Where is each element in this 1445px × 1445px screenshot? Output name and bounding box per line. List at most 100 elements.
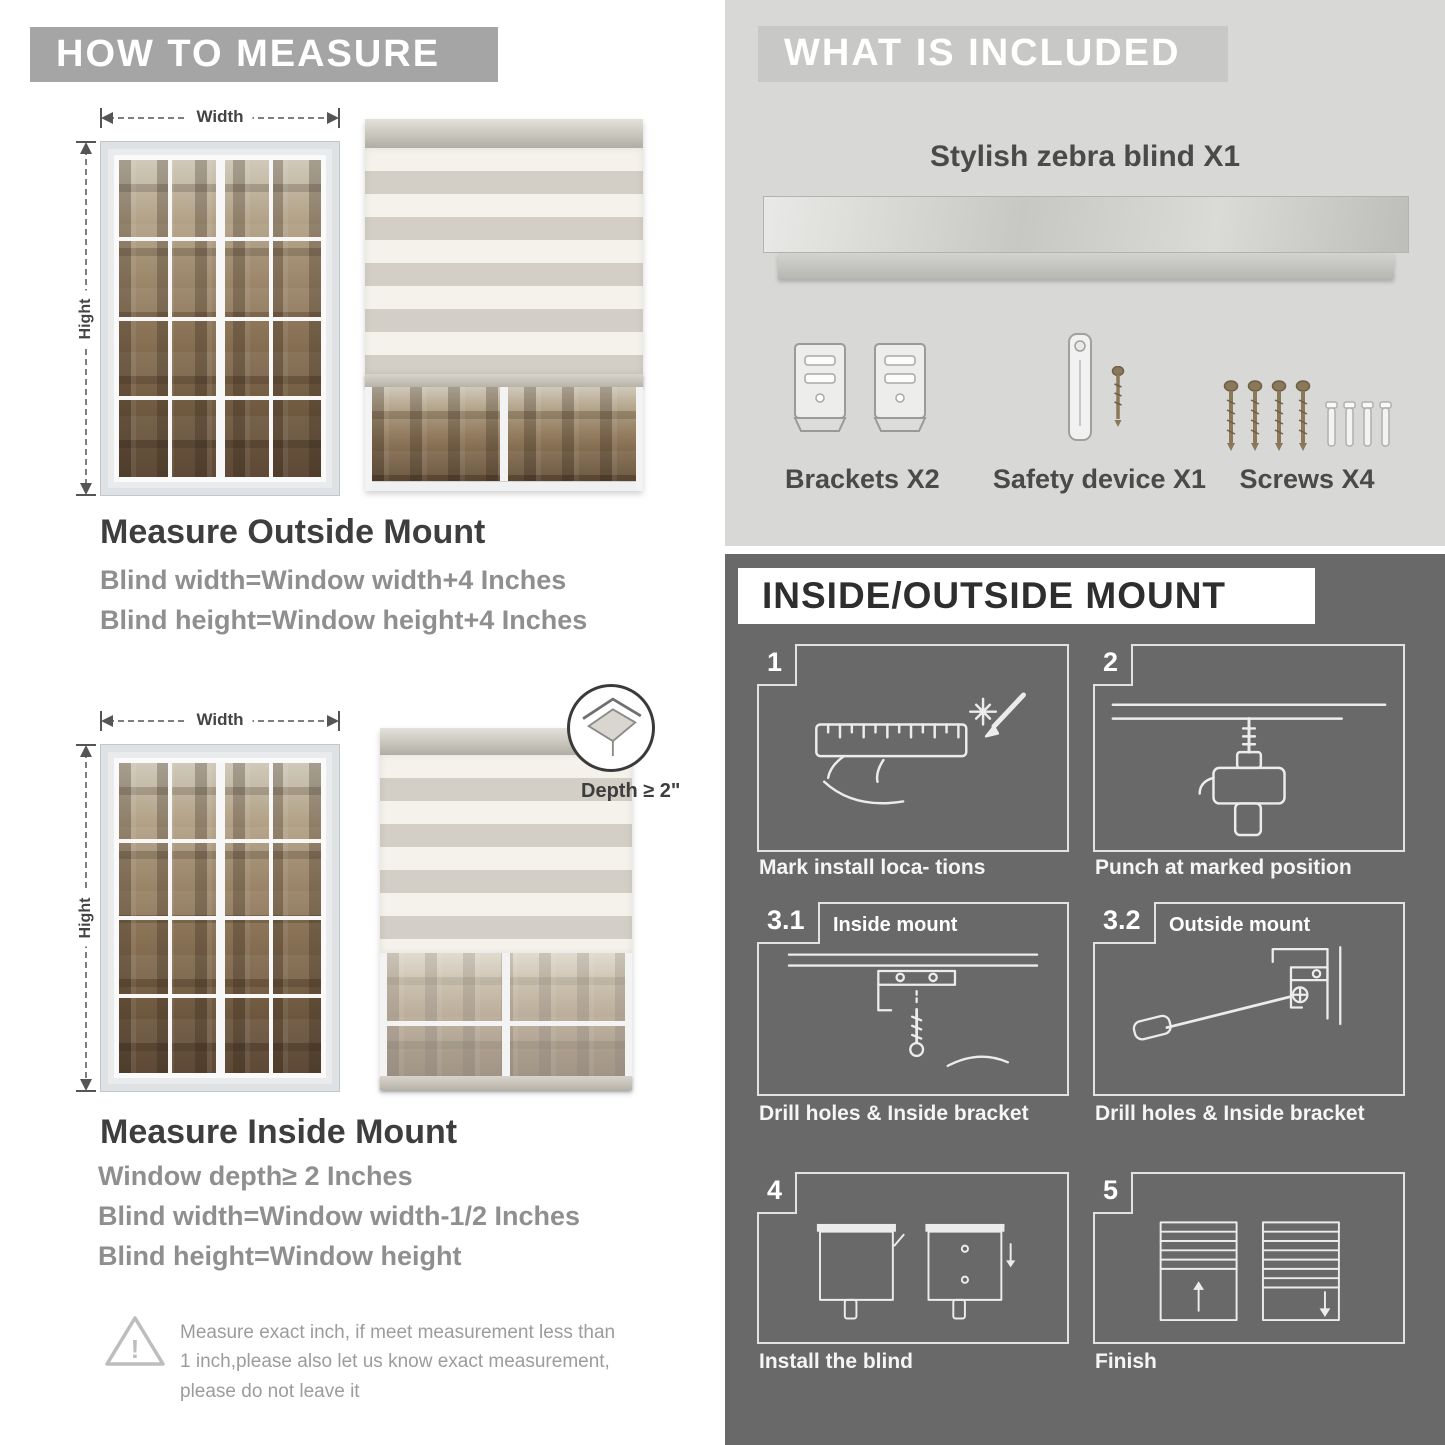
what-is-included-banner: WHAT IS INCLUDED — [758, 26, 1228, 82]
finish-illustration — [1159, 1221, 1340, 1322]
step-panel-4: 4 — [757, 1172, 1069, 1344]
height-label: Hight — [77, 889, 95, 947]
inside-bracket-illustration — [787, 953, 1039, 1068]
screw-icon — [1223, 380, 1239, 451]
outside-width-formula: Blind width=Window width+4 Inches — [100, 565, 567, 595]
step-panel-5: 5 — [1093, 1172, 1405, 1344]
outside-height-formula: Blind height=Window height+4 Inches — [100, 605, 588, 635]
step-number: 5 — [1093, 1172, 1134, 1214]
wall-anchor-icon — [1379, 401, 1392, 447]
inside-mount-figure: Width Hight — [75, 684, 680, 1102]
mark-location-illustration — [815, 692, 1026, 805]
height-arrow: Hight — [75, 141, 97, 496]
window-muntin — [119, 838, 321, 843]
window-illustration — [100, 744, 340, 1092]
brackets-label: Brackets X2 — [785, 464, 940, 494]
step-number: 3.2 — [1093, 902, 1156, 944]
measure-warning-text: Measure exact inch, if meet measurement … — [180, 1322, 616, 1402]
sheer-veil — [387, 953, 625, 1076]
inside-width-formula: Blind width=Window width-1/2 Inches — [98, 1201, 581, 1231]
step-caption: Drill holes & Inside bracket — [1095, 1102, 1365, 1125]
blind-stripes — [365, 148, 643, 374]
width-arrow: Width — [100, 107, 340, 129]
blind-valance-illustration — [778, 253, 1394, 279]
screw-icon — [1271, 380, 1287, 451]
outside-mount-figure: Width Hight — [75, 103, 655, 501]
window-muntin — [119, 237, 321, 242]
zebra-blind-illustration — [380, 728, 632, 1090]
blind-bottom-rail — [380, 1076, 632, 1090]
bracket-icon — [785, 336, 855, 446]
step-title: Inside mount — [833, 914, 958, 936]
mount-section-banner: INSIDE/OUTSIDE MOUNT — [738, 568, 1315, 624]
wall-anchor-icon — [1325, 401, 1338, 447]
double-arrow-icon — [76, 141, 96, 496]
step-caption: Mark install loca- tions — [759, 856, 986, 879]
screw-icon — [1247, 380, 1263, 451]
safety-device-icon — [1068, 333, 1092, 441]
inside-depth-rule: Window depth≥ 2 Inches — [98, 1161, 413, 1191]
what-is-included-title: WHAT IS INCLUDED — [784, 32, 1181, 74]
wall-anchor-icon — [1343, 401, 1356, 447]
step-number: 3.1 — [757, 902, 820, 944]
inside-mount-heading: Measure Inside Mount — [100, 1113, 458, 1151]
mount-section-title: INSIDE/OUTSIDE MOUNT — [762, 575, 1227, 616]
width-label: Width — [187, 710, 253, 730]
window-muntin — [119, 395, 321, 400]
how-to-measure-banner: HOW TO MEASURE — [30, 27, 498, 82]
width-arrow: Width — [100, 710, 340, 732]
depth-detail-circle — [567, 684, 655, 772]
step-number: 1 — [757, 644, 798, 686]
step-number: 2 — [1093, 644, 1134, 686]
window-through-blind — [380, 953, 632, 1076]
step-number: 4 — [757, 1172, 798, 1214]
step-caption: Install the blind — [759, 1350, 914, 1373]
window-muntin — [119, 316, 321, 321]
frame-corner-icon — [582, 697, 642, 756]
depth-label: Depth ≥ 2" — [581, 780, 681, 802]
outside-mount-heading: Measure Outside Mount — [100, 513, 486, 551]
screws-group — [1223, 380, 1311, 452]
step-caption: Finish — [1095, 1350, 1157, 1373]
bracket-icon — [865, 336, 935, 446]
product-label: Stylish zebra blind X1 — [929, 140, 1241, 173]
bracket-icon — [873, 343, 927, 432]
drill-illustration — [1111, 703, 1387, 837]
warning-icon: ! — [103, 1312, 167, 1375]
how-to-measure-title: HOW TO MEASURE — [56, 33, 441, 75]
width-label: Width — [187, 107, 253, 127]
screw-icon — [1111, 365, 1125, 433]
step-panel-2: 2 — [1093, 644, 1405, 852]
blind-stripes — [380, 755, 632, 953]
window-muntin — [119, 916, 321, 920]
window-below-blind — [365, 387, 643, 491]
step-panel-1: 1 — [757, 644, 1069, 852]
window-reflection — [372, 387, 636, 491]
step-title: Outside mount — [1169, 914, 1311, 936]
step-caption: Drill holes & Inside bracket — [759, 1102, 1029, 1125]
window-glass — [114, 155, 326, 482]
blind-cassette — [365, 119, 643, 148]
window-muntin — [119, 993, 321, 998]
blind-bottom-rail — [365, 374, 643, 387]
warning-triangle-icon: ! — [105, 1316, 165, 1366]
mount-instructions-section: INSIDE/OUTSIDE MOUNT 1 2 — [725, 554, 1445, 1445]
step-panel-3-1: 3.1 Inside mount — [757, 902, 1069, 1096]
screws-label: Screws X4 — [1239, 464, 1375, 494]
install-blind-illustration — [816, 1223, 1016, 1320]
zebra-blind-illustration — [365, 119, 643, 491]
double-arrow-icon — [76, 744, 96, 1092]
screw-icon — [1295, 380, 1311, 451]
anchors-group — [1325, 400, 1392, 450]
blind-headrail-illustration — [763, 196, 1409, 253]
outside-bracket-illustration — [1132, 946, 1342, 1041]
warning-mark: ! — [131, 1334, 140, 1364]
wall-anchor-icon — [1361, 401, 1374, 447]
window-glass — [114, 758, 326, 1078]
height-label: Hight — [77, 290, 95, 347]
step-caption: Punch at marked position — [1095, 856, 1352, 879]
height-arrow: Hight — [75, 744, 97, 1092]
step-panel-3-2: 3.2 Outside mount — [1093, 902, 1405, 1096]
bracket-icon — [793, 343, 847, 432]
